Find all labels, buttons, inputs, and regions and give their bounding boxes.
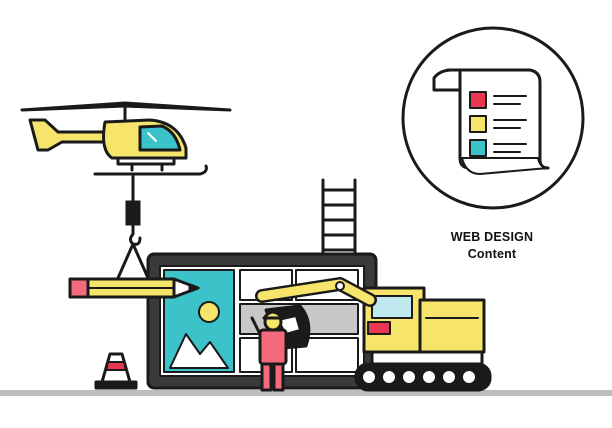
- helicopter-icon: [20, 101, 232, 176]
- caption-subtitle: Content: [467, 247, 517, 261]
- excavator-icon: [255, 277, 492, 392]
- worker-icon: [250, 310, 294, 392]
- caption-title: WEB DESIGN: [450, 230, 534, 244]
- traffic-cone-icon: [94, 352, 138, 390]
- ladder-icon: [321, 178, 357, 257]
- ground-line: [0, 390, 612, 396]
- crane-hook-icon: [116, 172, 150, 280]
- pencil-icon: [68, 277, 200, 299]
- document-scroll-icon: [401, 26, 585, 210]
